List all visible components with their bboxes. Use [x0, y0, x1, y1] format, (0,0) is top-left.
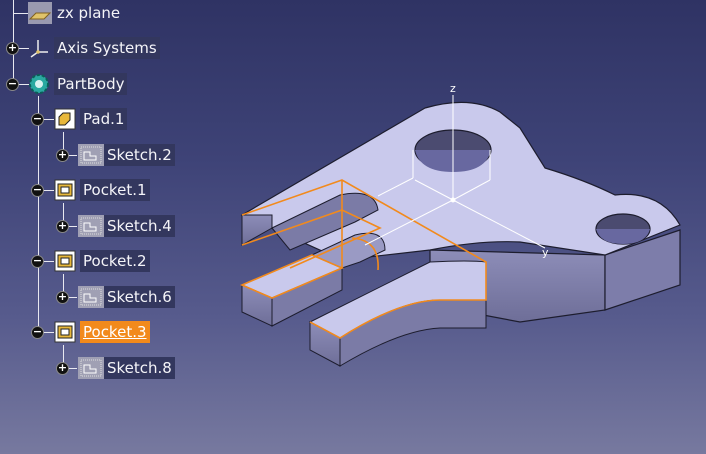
pocket-icon: [54, 321, 76, 343]
collapse-icon[interactable]: −: [32, 254, 43, 267]
tree-item-label: Sketch.6: [104, 286, 175, 308]
part-model[interactable]: [240, 101, 681, 367]
tree-line: [63, 345, 64, 368]
expand-icon[interactable]: +: [57, 290, 68, 303]
collapse-icon[interactable]: −: [32, 112, 43, 125]
collapse-icon[interactable]: −: [7, 77, 18, 90]
specification-tree: zx plane + Axis Systems − PartBody −: [0, 0, 250, 454]
tree-item-sketch[interactable]: Sketch.8: [78, 356, 175, 380]
collapse-icon[interactable]: −: [32, 183, 43, 196]
expand-icon[interactable]: +: [57, 219, 68, 232]
tree-item-pocket-selected[interactable]: Pocket.3: [54, 320, 150, 344]
tree-item-pocket[interactable]: Pocket.2: [54, 249, 150, 273]
tree-item-label: zx plane: [57, 4, 121, 22]
tree-item-partbody[interactable]: PartBody: [28, 72, 128, 96]
z-axis-label: z: [450, 82, 456, 95]
tree-item-zx-plane[interactable]: zx plane: [28, 1, 123, 25]
tree-line: [63, 274, 64, 297]
tree-line: [13, 48, 29, 49]
sketch-icon: [78, 357, 104, 379]
tree-item-sketch[interactable]: Sketch.6: [78, 285, 175, 309]
sketch-icon: [78, 215, 104, 237]
pad-icon: [54, 108, 76, 130]
expand-icon[interactable]: +: [7, 41, 18, 54]
tree-item-label: Pocket.2: [80, 250, 150, 272]
tree-line: [63, 155, 77, 156]
expand-icon[interactable]: +: [57, 148, 68, 161]
tree-line: [13, 84, 29, 85]
plane-icon: [28, 2, 52, 24]
pocket-icon: [54, 250, 76, 272]
collapse-icon[interactable]: −: [32, 325, 43, 338]
tree-line: [63, 368, 77, 369]
tree-line: [63, 203, 64, 226]
tree-item-label: Pocket.1: [80, 179, 150, 201]
tree-line: [13, 13, 29, 14]
pocket-icon: [54, 179, 76, 201]
tree-line: [38, 119, 54, 120]
sketch-icon: [78, 286, 104, 308]
tree-line: [38, 332, 54, 333]
tree-item-label: Sketch.2: [104, 144, 175, 166]
tree-line: [38, 96, 39, 332]
axis-compass: [364, 95, 546, 249]
tree-item-label: Axis Systems: [54, 37, 160, 59]
expand-icon[interactable]: +: [57, 361, 68, 374]
tree-line: [38, 190, 54, 191]
3d-viewport[interactable]: z y: [230, 70, 700, 390]
partbody-gear-icon: [28, 73, 50, 95]
tree-item-label: PartBody: [54, 73, 128, 95]
tree-line: [13, 0, 14, 84]
tree-item-label: Pad.1: [80, 108, 128, 130]
tree-item-pocket[interactable]: Pocket.1: [54, 178, 150, 202]
tree-item-sketch[interactable]: Sketch.4: [78, 214, 175, 238]
tree-item-sketch[interactable]: Sketch.2: [78, 143, 175, 167]
tree-item-label: Sketch.8: [104, 357, 175, 379]
sketch-icon: [78, 144, 104, 166]
tree-item-pad[interactable]: Pad.1: [54, 107, 128, 131]
tree-item-axis-systems[interactable]: Axis Systems: [28, 36, 160, 60]
axis-system-icon: [28, 37, 50, 59]
tree-item-label: Sketch.4: [104, 215, 175, 237]
tree-line: [63, 297, 77, 298]
y-axis-label: y: [542, 246, 549, 259]
tree-line: [38, 261, 54, 262]
tree-line: [63, 226, 77, 227]
tree-item-label: Pocket.3: [80, 321, 150, 343]
tree-line: [63, 132, 64, 155]
selected-pocket-highlight: [239, 179, 487, 339]
